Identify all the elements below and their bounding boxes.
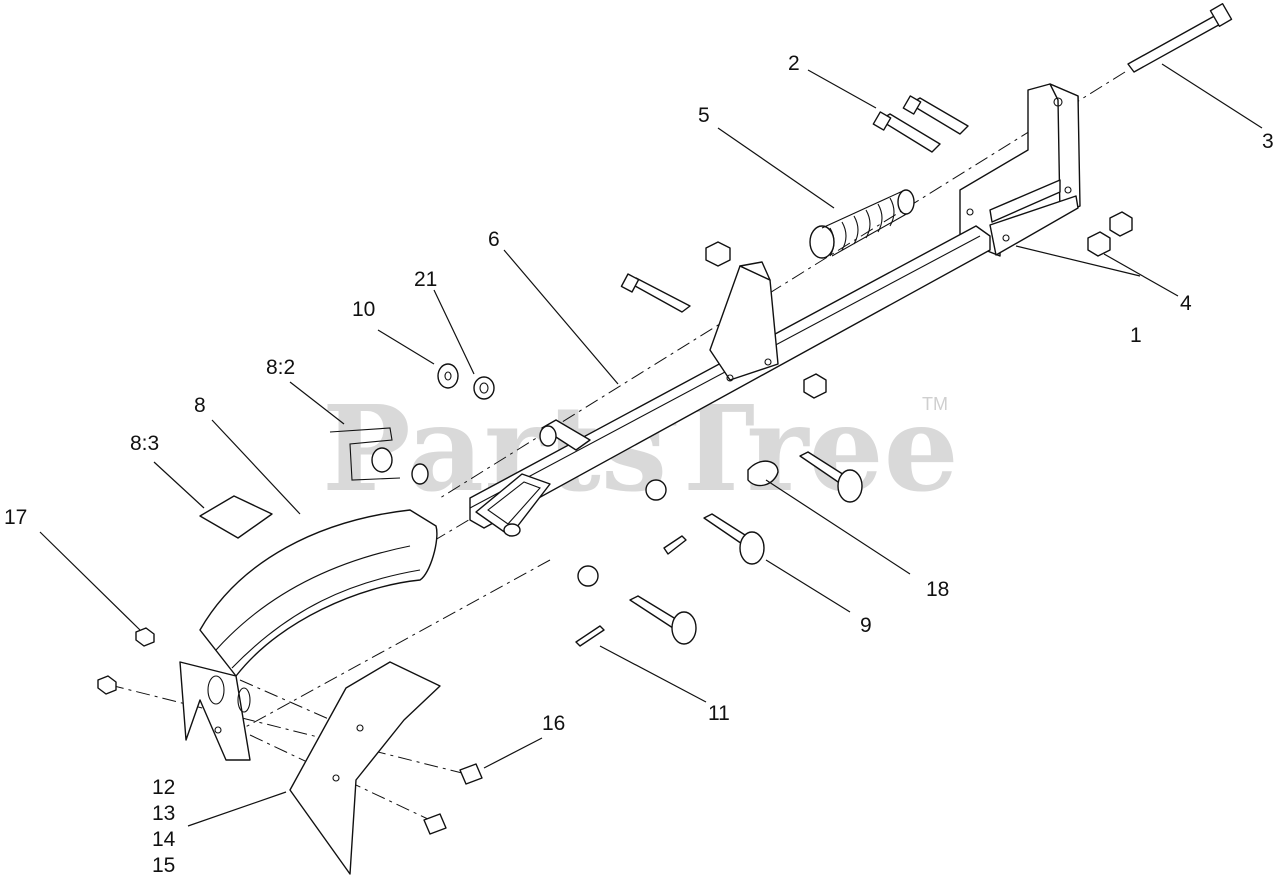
callout-13: 13 (152, 802, 175, 825)
callout-9: 9 (860, 614, 872, 637)
callout-16: 16 (542, 712, 565, 735)
callout-5: 5 (698, 104, 710, 127)
callout-18: 18 (926, 578, 949, 601)
callout-17: 17 (4, 506, 27, 529)
part-4-nuts (1087, 211, 1133, 257)
part-12-15-deflector (289, 661, 441, 875)
callout-6: 6 (488, 228, 500, 251)
callout-1: 1 (1130, 324, 1142, 347)
part-10-washer (437, 363, 459, 389)
part-18-pin (747, 451, 863, 503)
part-11-lower-pin (575, 595, 697, 647)
callout-8-3: 8:3 (130, 432, 159, 455)
watermark-text: PartsTree (322, 379, 959, 518)
part-21-spacer (473, 376, 495, 400)
callout-8: 8 (194, 394, 206, 417)
part-8-guard (179, 509, 438, 761)
part-3-long-bolt (1127, 3, 1233, 73)
part-17-nuts (97, 627, 155, 695)
part-8-3-decal (199, 495, 273, 539)
callout-21: 21 (414, 268, 437, 291)
callout-11: 11 (708, 702, 730, 725)
callout-10: 10 (352, 298, 375, 321)
callout-labels: 2 3 5 6 1 4 21 10 8:2 8 8:3 17 18 9 11 1… (4, 52, 1274, 877)
callout-4: 4 (1180, 292, 1192, 315)
bushings (371, 419, 667, 587)
part-1-mounting-bracket (959, 83, 1081, 257)
callout-8-2: 8:2 (266, 356, 295, 379)
part-8-2-clip (329, 427, 401, 481)
part-2-bolts (872, 95, 969, 153)
part-6-main-arm (469, 225, 991, 537)
part-9-clevis-pin (663, 513, 765, 565)
part-16-screws (423, 763, 483, 835)
watermark: PartsTree TM (322, 379, 959, 518)
callout-14: 14 (152, 828, 176, 851)
part-5-spring (809, 189, 915, 259)
leader-lines (39, 63, 1263, 827)
watermark-trademark: TM (922, 394, 948, 414)
callout-2: 2 (788, 52, 800, 75)
callout-3: 3 (1262, 130, 1274, 153)
callout-12: 12 (152, 776, 175, 799)
callout-15: 15 (152, 854, 175, 877)
